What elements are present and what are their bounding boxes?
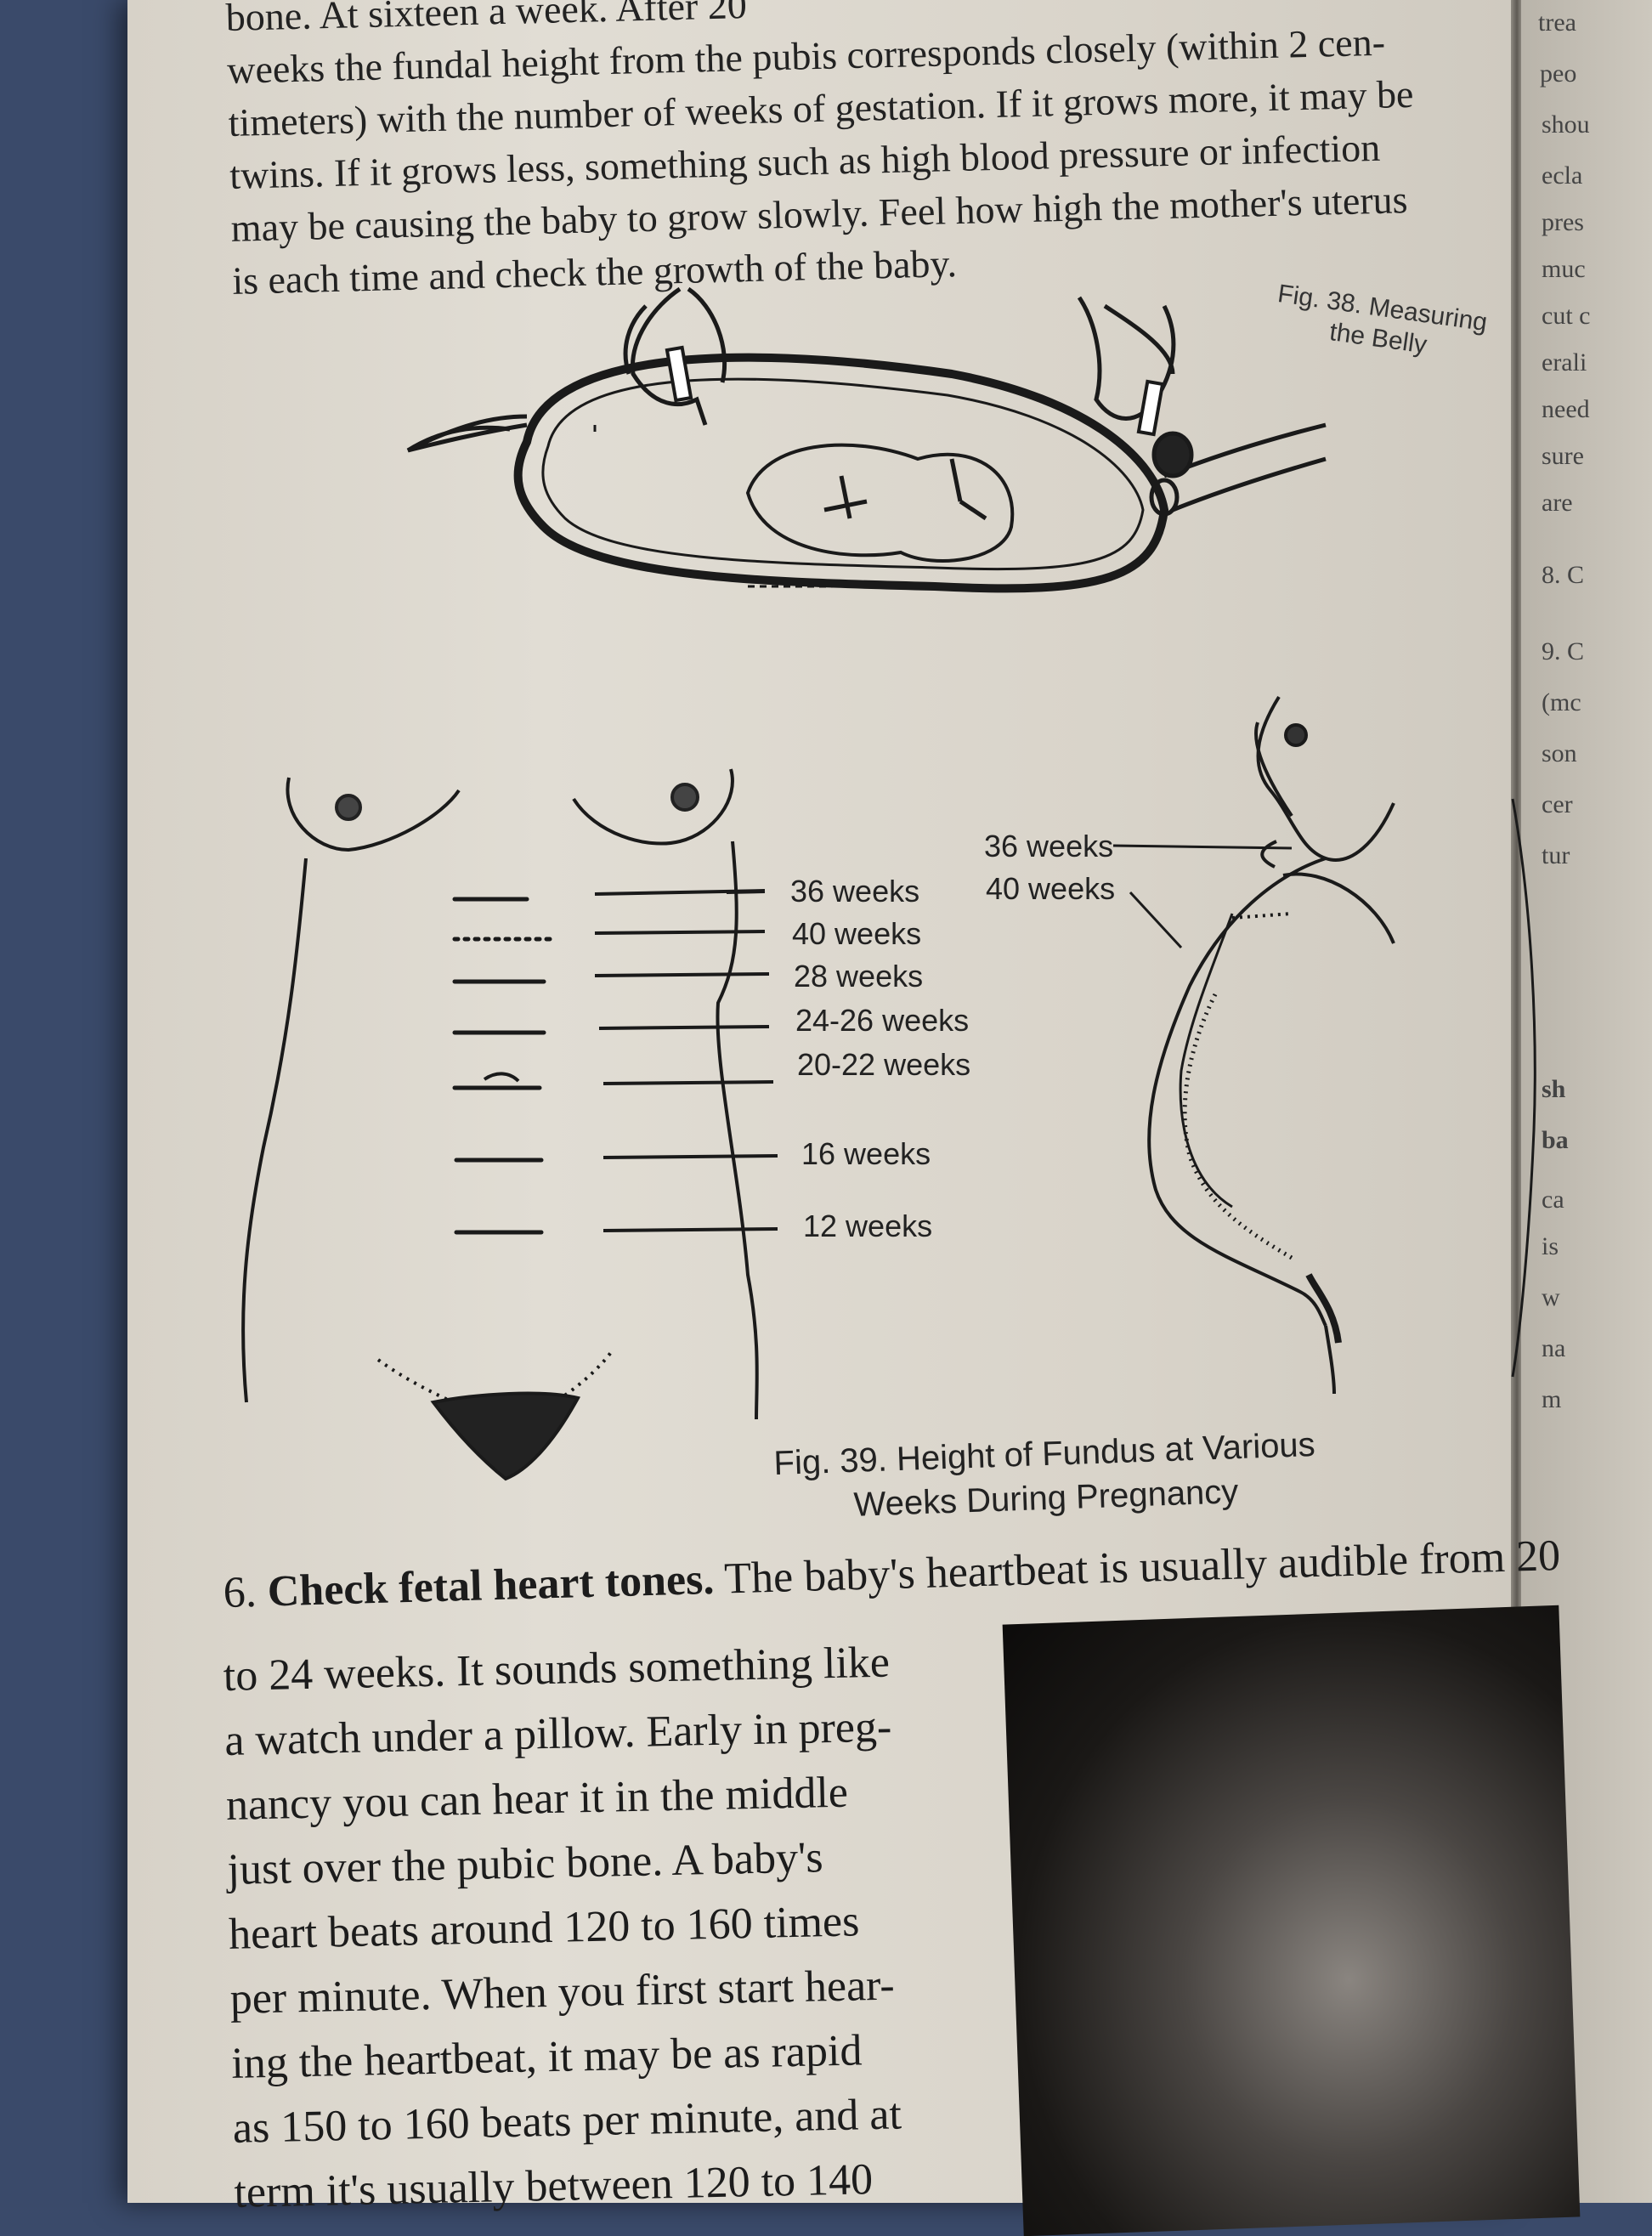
right-page-fragment: 8. C <box>1542 561 1585 589</box>
front-label-24-26: 24-26 weeks <box>795 1003 970 1038</box>
right-page-fragment: shou <box>1542 110 1590 139</box>
right-page-fragment: ba <box>1542 1126 1569 1154</box>
right-page-fragment: cut c <box>1542 302 1591 330</box>
right-page-fragment: sh <box>1542 1075 1566 1103</box>
fig38-belly-drawing <box>406 286 1327 593</box>
right-page-fragment: cer <box>1542 790 1573 818</box>
right-page-fragment: muc <box>1542 255 1586 283</box>
right-page-fragment: ecla <box>1542 161 1583 190</box>
section-number: 6. <box>223 1567 257 1617</box>
right-page-fragment: need <box>1542 395 1590 423</box>
front-label-40: 40 weeks <box>792 916 922 951</box>
right-page-fragment: tur <box>1542 841 1570 869</box>
right-page-fragment: erali <box>1542 348 1587 376</box>
front-label-20-22: 20-22 weeks <box>797 1047 971 1082</box>
fig39-front-torso <box>241 768 759 1481</box>
right-page-fragment: na <box>1542 1334 1566 1362</box>
fig39-side-view <box>1112 695 1536 1395</box>
front-label-16: 16 weeks <box>801 1136 931 1171</box>
right-page-fragment: w <box>1542 1283 1560 1311</box>
right-page-fragment: son <box>1542 739 1577 767</box>
right-page-fragment: is <box>1542 1232 1559 1260</box>
right-page-fragment: pres <box>1542 208 1584 236</box>
right-page-fragment: peo <box>1540 59 1577 88</box>
right-page-fragment: 9. C <box>1542 637 1585 665</box>
right-page-fragment: ca <box>1542 1186 1564 1214</box>
side-label-36: 36 weeks <box>984 829 1114 863</box>
front-label-36: 36 weeks <box>790 874 920 909</box>
fig39-right-lines <box>594 889 778 1232</box>
side-label-40: 40 weeks <box>986 871 1116 906</box>
photo-listening-heartbeat <box>1002 1605 1581 2236</box>
front-label-12: 12 weeks <box>803 1209 933 1243</box>
section-body: to 24 weeks. It sounds something like a … <box>223 1628 1016 2226</box>
right-page-fragment: are <box>1542 489 1573 517</box>
fig39-left-dashes <box>452 897 553 1235</box>
right-page-fragment: trea <box>1538 8 1576 37</box>
front-label-28: 28 weeks <box>794 959 924 993</box>
right-page-fragment: sure <box>1542 442 1584 470</box>
fig39-label-leaders <box>726 892 769 1028</box>
right-page-fragment: m <box>1542 1385 1562 1413</box>
right-page-fragment: (mc <box>1542 688 1581 716</box>
